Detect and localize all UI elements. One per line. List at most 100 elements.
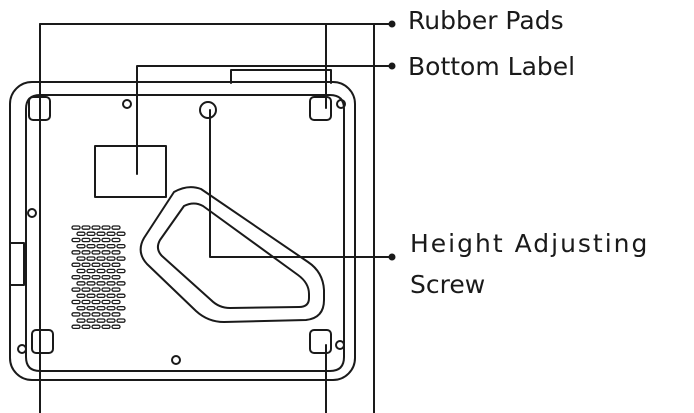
grille-slot xyxy=(86,281,96,286)
grille-slot xyxy=(71,250,81,255)
grille-slot xyxy=(111,324,121,330)
grille-slot xyxy=(76,293,86,299)
grille-slot xyxy=(116,281,126,286)
grille-slot xyxy=(106,281,116,286)
height-screw-dot xyxy=(388,253,396,261)
side-connector-tab xyxy=(9,242,25,286)
grille-slot xyxy=(111,237,121,243)
grille-slot xyxy=(76,305,86,311)
rubber-pad-bottom-right xyxy=(309,329,332,354)
grille-slot xyxy=(86,243,96,249)
grille-slot xyxy=(76,256,86,261)
grille-slot xyxy=(116,243,126,249)
grille-slot xyxy=(106,318,116,323)
speaker-grille xyxy=(71,225,126,330)
height-adjusting-label-line2: Screw xyxy=(410,270,486,299)
bottom-label-label: Bottom Label xyxy=(408,52,576,81)
grille-slot xyxy=(116,231,126,237)
screw-hole xyxy=(336,99,346,109)
grille-slot xyxy=(86,231,96,237)
grille-slot xyxy=(111,274,121,280)
grille-slot xyxy=(71,262,81,268)
grille-slot xyxy=(106,243,116,249)
screw-hole xyxy=(335,340,345,350)
grille-slot xyxy=(76,281,86,286)
grille-slot xyxy=(71,312,81,317)
grille-slot xyxy=(116,305,126,311)
grille-slot xyxy=(91,262,101,268)
grille-slot xyxy=(106,231,116,237)
bottom-label-dot xyxy=(388,62,396,70)
grille-slot xyxy=(71,237,81,243)
grille-slot xyxy=(106,293,116,299)
screw-hole xyxy=(17,344,27,354)
grille-slot xyxy=(71,225,81,230)
rubber-pads-dot xyxy=(388,20,396,28)
grille-slot xyxy=(111,312,121,317)
height-screw-leader xyxy=(209,109,393,258)
grille-slot xyxy=(81,324,91,330)
grille-slot xyxy=(71,324,81,330)
grille-slot xyxy=(96,293,106,299)
grille-slot xyxy=(76,243,86,249)
grille-slot xyxy=(91,274,101,280)
grille-slot xyxy=(81,225,91,230)
rubber-pad-bottom-left xyxy=(31,329,54,354)
grille-slot xyxy=(76,231,86,237)
grille-slot xyxy=(81,287,91,292)
base-plate xyxy=(25,94,345,372)
grille-slot xyxy=(101,250,111,255)
grille-slot xyxy=(106,256,116,261)
grille-slot xyxy=(91,237,101,243)
grille-slot xyxy=(101,324,111,330)
grille-slot xyxy=(101,312,111,317)
grille-slot xyxy=(86,318,96,323)
grille-slot xyxy=(111,287,121,292)
grille-slot xyxy=(101,237,111,243)
housing-top-bump xyxy=(230,69,332,84)
tilt-leg-inner xyxy=(156,202,310,309)
bottom-label-leader xyxy=(136,65,393,175)
bottom-label-plate xyxy=(94,145,167,198)
grille-slot xyxy=(91,312,101,317)
rubber-pad-top-right xyxy=(309,96,332,121)
grille-slot xyxy=(91,324,101,330)
grille-slot xyxy=(111,299,121,305)
grille-slot xyxy=(81,312,91,317)
tilt-leg-outer xyxy=(139,186,325,323)
grille-slot xyxy=(96,305,106,311)
housing-outer xyxy=(9,81,356,381)
grille-slot xyxy=(81,299,91,305)
grille-slot xyxy=(91,250,101,255)
grille-slot xyxy=(96,231,106,237)
rubber-pads-label: Rubber Pads xyxy=(408,6,564,35)
grille-slot xyxy=(71,274,81,280)
height-adjusting-screw xyxy=(199,101,217,119)
grille-slot xyxy=(101,299,111,305)
grille-slot xyxy=(76,268,86,274)
grille-slot xyxy=(116,318,126,323)
grille-slot xyxy=(81,262,91,268)
screw-hole xyxy=(171,355,181,365)
grille-slot xyxy=(86,256,96,261)
grille-slot xyxy=(91,225,101,230)
grille-slot xyxy=(81,237,91,243)
grille-slot xyxy=(96,318,106,323)
grille-slot xyxy=(96,268,106,274)
grille-slot xyxy=(71,287,81,292)
grille-slot xyxy=(81,250,91,255)
grille-slot xyxy=(91,287,101,292)
grille-slot xyxy=(81,274,91,280)
grille-slot xyxy=(101,274,111,280)
grille-slot xyxy=(86,305,96,311)
grille-slot xyxy=(96,243,106,249)
grille-slot xyxy=(116,268,126,274)
grille-slot xyxy=(91,299,101,305)
screw-hole xyxy=(27,208,37,218)
grille-slot xyxy=(96,281,106,286)
grille-slot xyxy=(86,293,96,299)
screw-hole xyxy=(122,99,132,109)
grille-slot xyxy=(71,299,81,305)
grille-slot xyxy=(111,250,121,255)
